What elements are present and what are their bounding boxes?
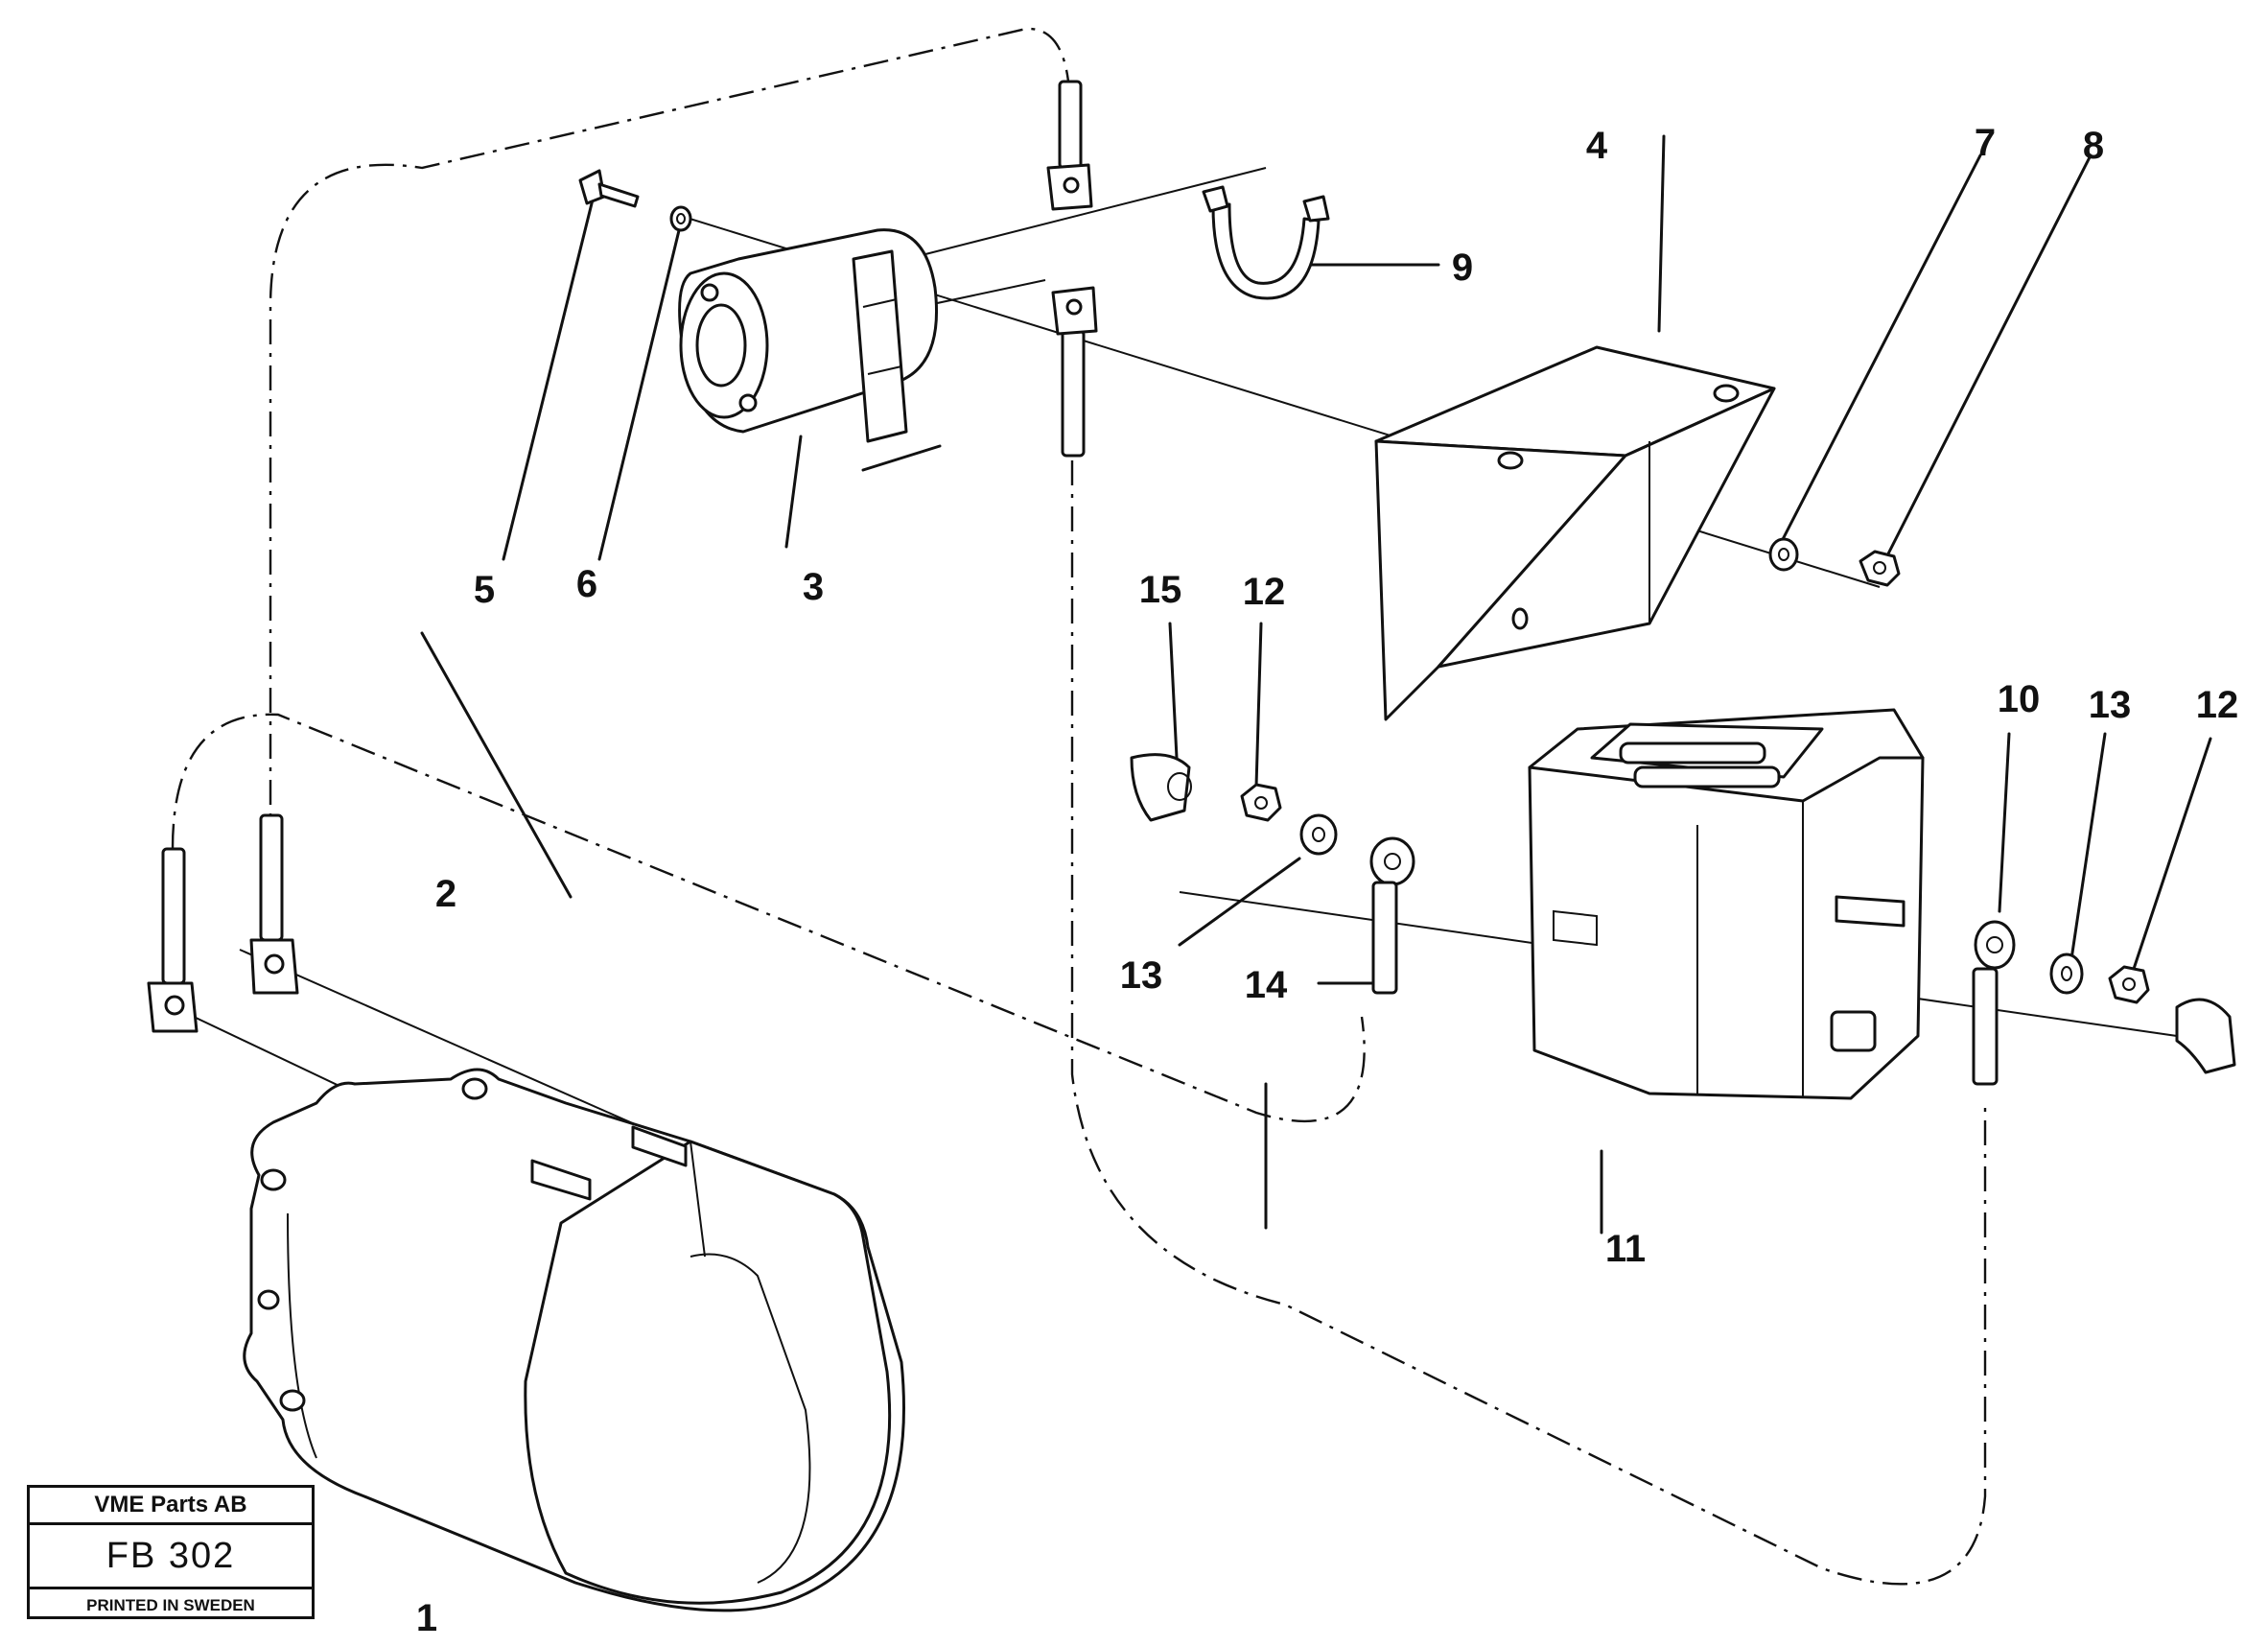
label-9: 9 — [1452, 247, 1473, 289]
part-labels: 1 2 3 4 5 6 7 8 9 10 11 12 12 13 13 14 1… — [416, 122, 2238, 1639]
stamp-code: FB 302 — [30, 1525, 312, 1589]
label-15: 15 — [1139, 569, 1182, 611]
label-7: 7 — [1975, 122, 1996, 164]
part-relay-box — [1528, 708, 1925, 1100]
part-elbow-right — [2175, 998, 2236, 1074]
cable-routing-lines — [171, 27, 1987, 1586]
label-5: 5 — [474, 569, 495, 611]
part-nut-8 — [1859, 550, 1901, 587]
label-14: 14 — [1245, 964, 1288, 1006]
part-starter-motor — [243, 1068, 905, 1612]
label-12b: 12 — [2196, 684, 2239, 726]
part-screw — [578, 169, 640, 208]
label-4: 4 — [1586, 125, 1608, 167]
part-washer-13-left — [1299, 813, 1338, 856]
part-washer-6 — [669, 205, 692, 232]
publisher-stamp: VME Parts AB FB 302 PRINTED IN SWEDEN — [27, 1485, 315, 1619]
label-10: 10 — [1998, 678, 2041, 720]
label-1: 1 — [416, 1597, 437, 1639]
label-3: 3 — [803, 566, 824, 608]
part-upper-cable-terminals — [1046, 80, 1098, 458]
label-12a: 12 — [1243, 571, 1286, 613]
part-elbow-15 — [1130, 753, 1192, 822]
stamp-printed: PRINTED IN SWEDEN — [86, 1596, 255, 1614]
label-13b: 13 — [2089, 684, 2132, 726]
part-cable-lug-14 — [1369, 836, 1415, 995]
part-cable-lugs-left — [147, 813, 299, 1033]
part-cable-lug-10 — [1972, 920, 2016, 1086]
stamp-company: VME Parts AB — [30, 1488, 312, 1525]
part-washer-13-right — [2049, 953, 2084, 995]
leader-lines — [420, 134, 2212, 1235]
label-13a: 13 — [1120, 954, 1163, 997]
part-washer-7 — [1768, 537, 1799, 572]
label-2: 2 — [435, 873, 456, 915]
part-solenoid — [678, 228, 939, 443]
label-11: 11 — [1605, 1228, 1646, 1270]
label-8: 8 — [2083, 125, 2104, 167]
part-nut-12-left — [1240, 783, 1282, 822]
part-jumper-cable — [1202, 185, 1330, 300]
part-mounting-bracket — [1374, 345, 1776, 721]
part-nut-12-right — [2108, 965, 2150, 1004]
label-6: 6 — [576, 563, 597, 605]
